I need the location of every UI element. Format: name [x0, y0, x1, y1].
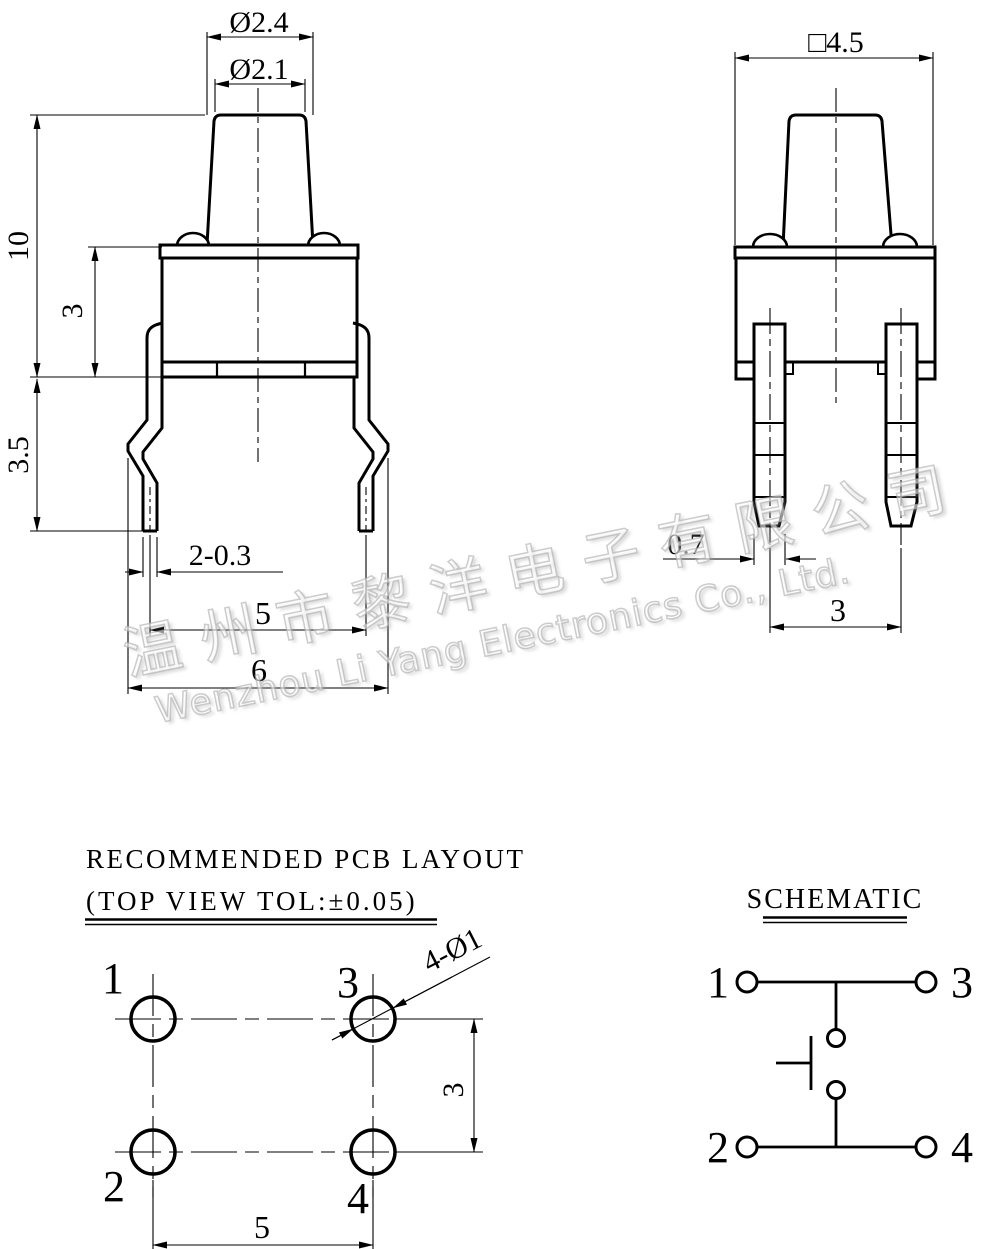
pcb-title-line2: (TOP VIEW TOL:±0.05)	[86, 886, 418, 916]
side-dim-pin-width-text: 0.7	[667, 528, 705, 561]
pcb-dim-row-pitch-text: 3	[437, 1083, 470, 1098]
schematic-pin-1-label: 1	[707, 958, 729, 1007]
dimension-texts: Ø2.4 Ø2.1 10 3 3.5 2-0.3 5 6 □4.5 0.7 3 …	[2, 6, 864, 1245]
schematic-pin-2-label: 2	[707, 1123, 729, 1172]
pcb-dim-col-pitch-text: 5	[254, 1209, 270, 1245]
pcb-pad-1-label: 1	[102, 954, 124, 1003]
schematic-terminal-2	[735, 1135, 759, 1159]
schematic-contact-lower	[826, 1080, 846, 1100]
front-body	[160, 256, 359, 364]
schematic-terminals	[735, 970, 938, 1159]
front-leg-right-inner	[352, 378, 375, 531]
pcb-pad-2	[129, 1128, 177, 1176]
side-dome-right	[881, 232, 919, 248]
pcb-dim-hole-text: 4-Ø1	[417, 922, 487, 979]
pcb-centerlines	[115, 974, 411, 1197]
side-tab-right	[915, 360, 937, 381]
side-dimensions	[663, 52, 934, 633]
side-centerlines	[769, 88, 902, 545]
front-leg-right	[352, 321, 390, 531]
pcb-title-line1: RECOMMENDED PCB LAYOUT	[86, 844, 526, 874]
schematic-title: SCHEMATIC	[747, 884, 924, 915]
front-dim-total-height-text: 10	[2, 231, 35, 261]
schematic-terminal-4	[914, 1135, 938, 1159]
schematic-wires	[757, 980, 916, 1149]
front-dim-body-height-text: 3	[56, 304, 89, 319]
front-dim-cap-inner-text: Ø2.1	[229, 53, 288, 86]
front-dimensions	[30, 32, 389, 694]
side-dim-pin-pitch-text: 3	[830, 592, 846, 628]
front-dim-cap-outer-text: Ø2.4	[229, 6, 288, 39]
pcb-pads	[129, 995, 397, 1176]
pcb-dim-row	[395, 1018, 483, 1153]
schematic-terminal-3	[914, 970, 938, 994]
front-base	[160, 360, 359, 379]
front-dome-left	[175, 231, 211, 247]
side-plunger	[781, 113, 894, 248]
front-dim-lead-width-text: 2-0.3	[189, 539, 252, 572]
front-dim-span-inner-text: 5	[255, 595, 271, 631]
schematic-contact-upper	[826, 1028, 846, 1048]
front-cap	[158, 243, 360, 260]
pcb-pad-3-label: 3	[337, 958, 359, 1007]
front-dim-span-outer-text: 6	[251, 652, 267, 688]
front-dim-leg-length-text: 3.5	[2, 436, 35, 474]
front-centerlines	[149, 88, 367, 531]
side-cap	[733, 245, 937, 260]
front-dome-right	[306, 231, 342, 247]
side-view	[733, 113, 937, 528]
pad-and-pin-labels: 1 3 2 4 1 3 2 4	[102, 954, 973, 1223]
schematic-pin-3-label: 3	[951, 958, 973, 1007]
pcb-pad-2-label: 2	[103, 1162, 125, 1211]
pcb-pad-1	[129, 995, 177, 1043]
schematic-terminal-1	[735, 970, 759, 994]
side-dim-body-width-text: □4.5	[808, 26, 864, 59]
schematic-pin-4-label: 4	[951, 1123, 973, 1172]
side-dome-left	[751, 232, 789, 248]
section-titles: RECOMMENDED PCB LAYOUT (TOP VIEW TOL:±0.…	[86, 844, 924, 916]
side-tab-left	[734, 360, 756, 381]
schematic	[735, 916, 938, 1159]
front-leg-left-inner	[141, 378, 164, 531]
pcb-pad-4-label: 4	[347, 1174, 369, 1223]
pcb-dim-col	[152, 1180, 374, 1249]
pcb-layout	[85, 918, 491, 1249]
pcb-hole-leader	[331, 956, 491, 1041]
front-plunger	[205, 113, 315, 246]
front-leg-left	[126, 321, 164, 531]
